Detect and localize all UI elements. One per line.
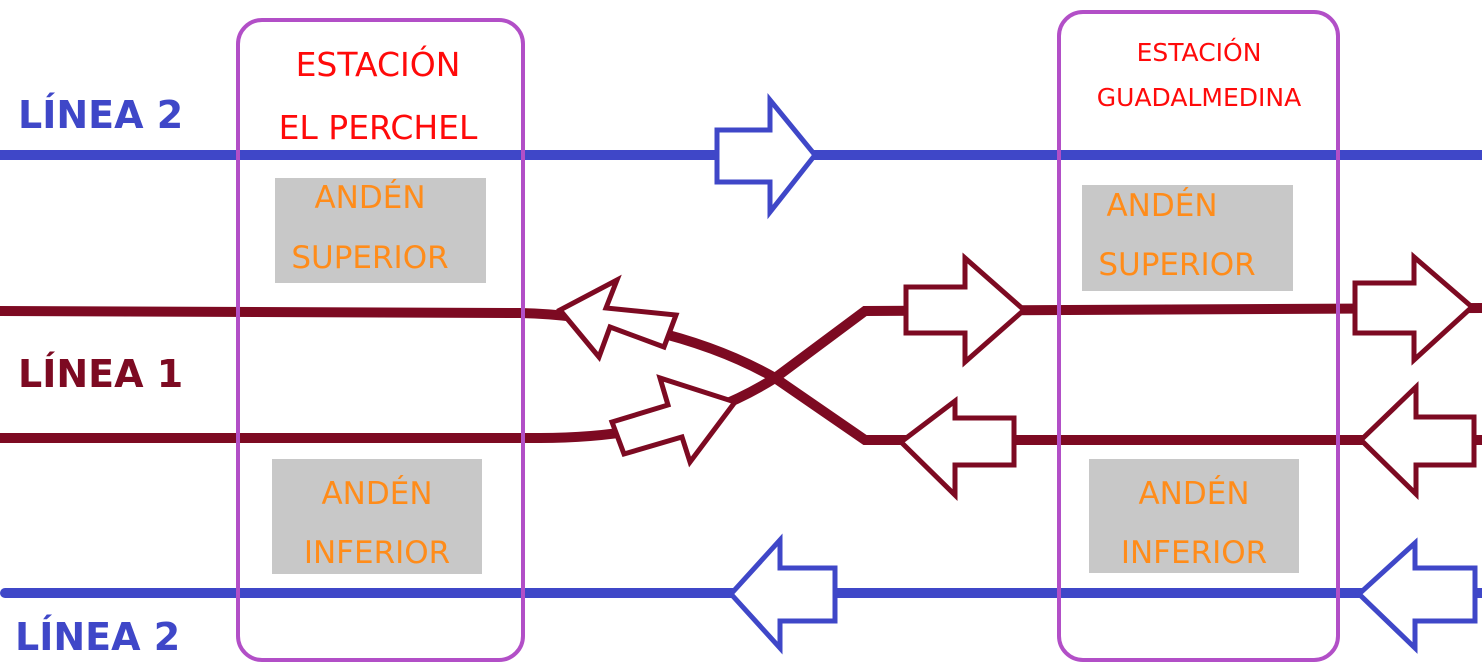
line1-lower-arrow-left <box>897 395 1017 501</box>
line2-bottom-label: LÍNEA 2 <box>15 615 180 659</box>
guadalmedina-name-line2: GUADALMEDINA <box>1097 83 1301 112</box>
guadalmedina-name-line1: ESTACIÓN <box>1137 37 1262 67</box>
line1-crossover-arrow-left <box>556 274 680 362</box>
line2-bottom-arrow-left <box>727 533 838 655</box>
line2-top-label: LÍNEA 2 <box>18 93 183 137</box>
line-labels: LÍNEA 2 LÍNEA 1 LÍNEA 2 <box>15 93 183 659</box>
line1-lower-track-west <box>0 303 1482 443</box>
station-frames <box>236 10 1340 662</box>
station-names: ESTACIÓN EL PERCHEL ESTACIÓN GUADALMEDIN… <box>279 37 1302 147</box>
line1-label: LÍNEA 1 <box>18 352 183 396</box>
guadalmedina-upper-platform <box>1082 185 1293 291</box>
el-perchel-lower-platform <box>272 459 482 574</box>
guadalmedina-lower-platform-label-2: INFERIOR <box>1121 535 1267 571</box>
el-perchel-upper-platform-label-2: SUPERIOR <box>291 240 448 276</box>
platform-labels: ANDÉN SUPERIOR ANDÉN INFERIOR ANDÉN SUPE… <box>291 180 1267 571</box>
line1-upper-edge-arrow-right <box>1352 251 1476 366</box>
el-perchel-upper-platform-label-1: ANDÉN <box>314 180 425 216</box>
el-perchel-name-line1: ESTACIÓN <box>296 44 461 84</box>
el-perchel-name-line2: EL PERCHEL <box>279 108 478 147</box>
line1-lower-edge-arrow-left <box>1357 381 1477 500</box>
guadalmedina-station-frame <box>1057 10 1340 662</box>
line1-tracks <box>0 303 1482 445</box>
el-perchel-upper-platform <box>275 178 486 283</box>
guadalmedina-upper-platform-label-1: ANDÉN <box>1106 188 1217 224</box>
line1-upper-arrow-right <box>903 252 1028 368</box>
line1-upper-track-west <box>0 306 1482 445</box>
el-perchel-lower-platform-label-1: ANDÉN <box>321 476 432 512</box>
guadalmedina-upper-platform-label-2: SUPERIOR <box>1098 247 1255 283</box>
guadalmedina-lower-platform-label-1: ANDÉN <box>1138 476 1249 512</box>
line1-crossover-arrow-right <box>608 374 740 468</box>
line2-top-arrow <box>714 92 819 220</box>
direction-arrows <box>556 92 1478 655</box>
line2-bottom-edge-arrow-left <box>1355 537 1478 654</box>
el-perchel-station-frame <box>236 18 525 662</box>
guadalmedina-lower-platform <box>1089 459 1299 573</box>
el-perchel-lower-platform-label-2: INFERIOR <box>304 535 450 571</box>
platforms <box>272 178 1299 574</box>
